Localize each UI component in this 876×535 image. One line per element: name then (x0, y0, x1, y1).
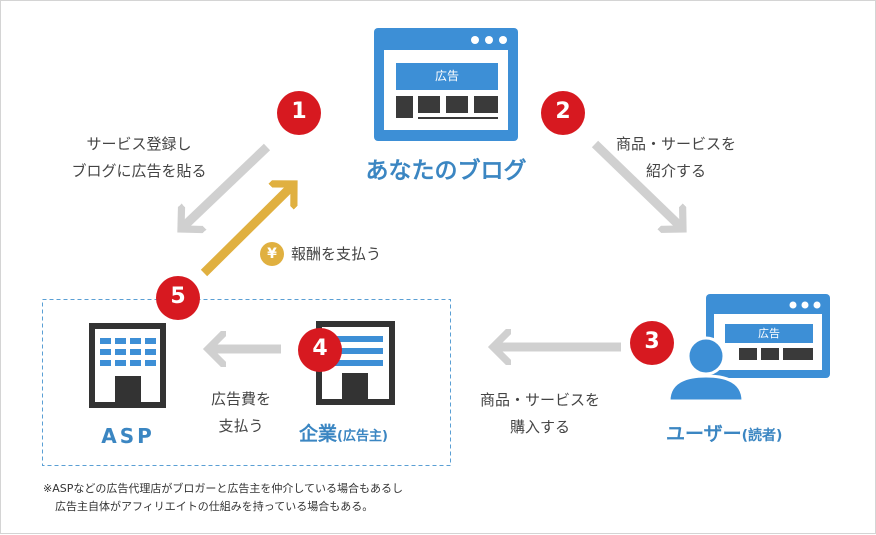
step-1-line-1: サービス登録し (86, 135, 192, 153)
step-4-line-1: 広告費を (210, 390, 271, 408)
asp-building-icon (89, 323, 166, 408)
step-1-badge: 1 (291, 99, 307, 124)
user-title: ユーザー(読者) (666, 419, 782, 451)
step-3-line-2: 購入する (509, 418, 570, 436)
blog-window-icon (374, 28, 518, 141)
user-icon (667, 294, 830, 403)
note-line-2: 広告主自体がアフィリエイトの仕組みを持っている場合もある。 (55, 500, 374, 513)
step-2-label: 商品・サービスを 紹介する (611, 131, 741, 185)
step-2-badge: 2 (555, 99, 571, 124)
user-title-main: ユーザー (666, 423, 742, 445)
blog-ad-label: 広告 (434, 69, 459, 83)
yen-icon: ¥ (267, 246, 277, 262)
asp-company-group-box (42, 299, 451, 466)
step-badges (156, 91, 674, 372)
arrow-step-5 (200, 184, 294, 277)
step-3-label: 商品・サービスを 購入する (475, 387, 605, 441)
step-3-line-1: 商品・サービスを (479, 391, 600, 409)
step-3-badge: 3 (644, 329, 660, 354)
note-line-1: ※ASPなどの広告代理店がブロガーと広告主を仲介している場合もあるし (43, 482, 404, 495)
step-4-line-2: 支払う (218, 417, 264, 435)
step-2-line-1: 商品・サービスを (615, 135, 736, 153)
step-4-label: 広告費を 支払う (196, 386, 286, 440)
company-title-sub: (広告主) (337, 429, 388, 444)
step-1-label: サービス登録し ブログに広告を貼る (59, 131, 219, 185)
step-5-label: 報酬を支払う (291, 245, 382, 263)
arrow-step-1 (181, 143, 271, 229)
step-2-line-2: 紹介する (645, 162, 706, 180)
step-4-badge: 4 (312, 336, 328, 361)
user-ad-label: 広告 (758, 327, 780, 340)
asp-title: ASP (101, 424, 155, 448)
company-title-main: 企業 (299, 423, 338, 445)
company-title: 企業(広告主) (299, 419, 388, 452)
yen-circle-icon (260, 242, 284, 266)
blog-title: あなたのブログ (365, 158, 527, 184)
user-title-sub: (読者) (741, 428, 783, 444)
step-5-badge: 5 (170, 284, 186, 309)
step-1-line-2: ブログに広告を貼る (71, 162, 207, 180)
arrow-step-2 (591, 140, 683, 229)
